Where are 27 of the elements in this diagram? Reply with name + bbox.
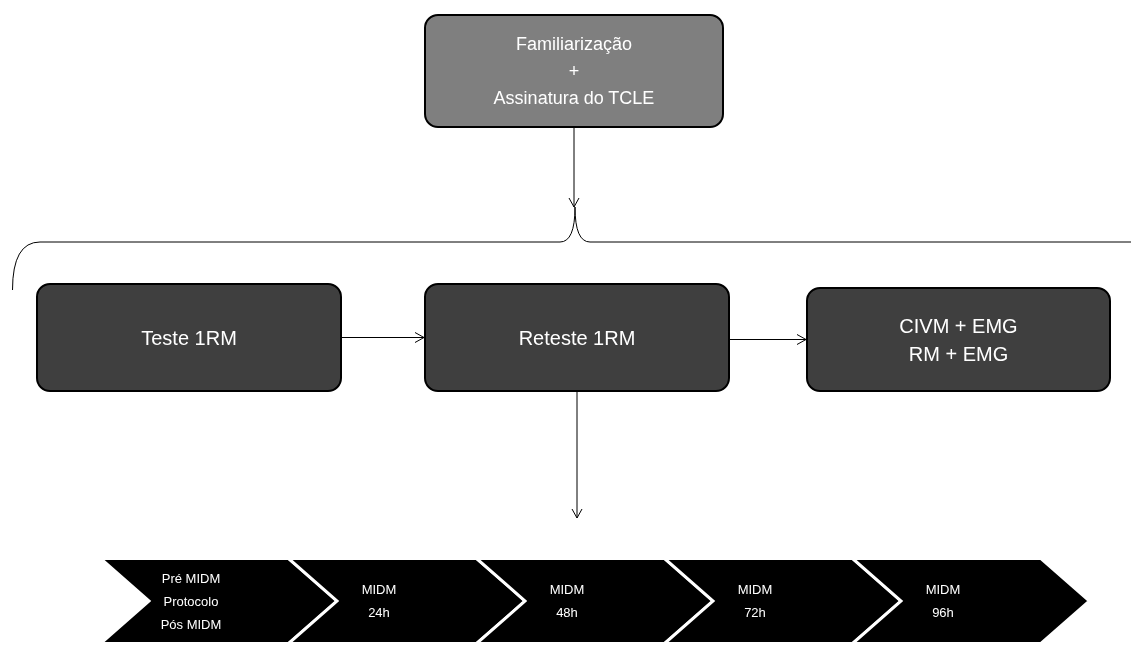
box-label: Assinatura do TCLE xyxy=(493,86,655,110)
process-box xyxy=(424,14,724,128)
step-label: Pré MIDM xyxy=(161,569,221,588)
arrow xyxy=(729,334,807,345)
box-label: RM + EMG xyxy=(908,341,1009,367)
box-label: Teste 1RM xyxy=(141,325,237,351)
step-label: MIDM xyxy=(361,581,397,599)
step-label: MIDM xyxy=(549,581,585,599)
process-box xyxy=(424,283,730,392)
arrow xyxy=(341,332,425,343)
box-label: Reteste 1RM xyxy=(518,325,636,351)
step-label: Pós MIDM xyxy=(160,615,222,634)
box-label: + xyxy=(568,59,580,83)
box-label: CIVM + EMG xyxy=(899,313,1018,339)
process-box xyxy=(36,283,342,392)
step-label: Protocolo xyxy=(163,592,219,611)
step-label: MIDM xyxy=(737,581,773,599)
curly-bracket xyxy=(12,207,1131,290)
step-label: 48h xyxy=(556,604,578,622)
step-label: MIDM xyxy=(925,581,961,599)
arrow xyxy=(568,127,580,208)
step-label: 96h xyxy=(932,604,954,622)
step-label: 24h xyxy=(368,604,390,622)
step-label: 72h xyxy=(744,604,766,622)
box-label: Familiarização xyxy=(515,32,632,56)
process-box xyxy=(806,287,1111,392)
arrow xyxy=(571,391,583,519)
